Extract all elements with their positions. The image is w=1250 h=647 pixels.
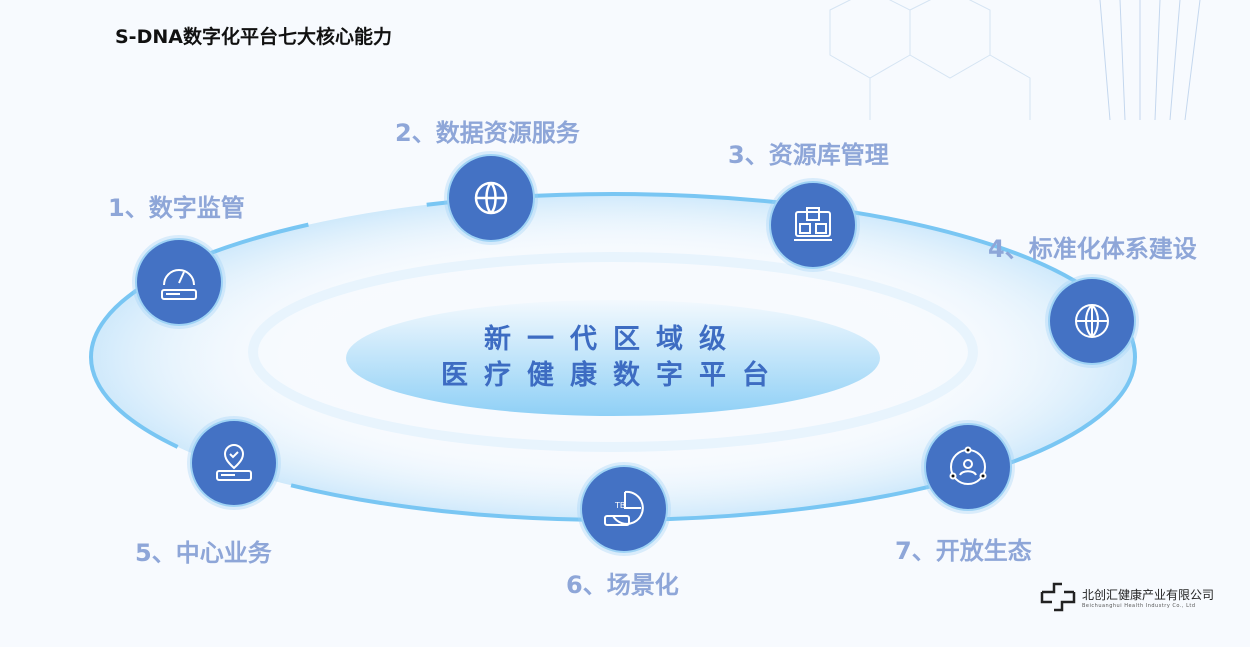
center-ellipse <box>346 300 880 416</box>
globe-refresh-icon <box>474 181 508 215</box>
center-line-2: 医疗健康数字平台 <box>441 360 785 391</box>
logo-mark-icon <box>1040 582 1076 612</box>
capability-7-node <box>924 423 1012 511</box>
user-orbit-icon <box>949 446 987 485</box>
middle-ring <box>248 252 978 452</box>
capability-7-label: 7、开放生态 <box>895 537 1032 565</box>
capability-6-label: 6、场景化 <box>566 571 679 599</box>
capability-4-label: 4、标准化体系建设 <box>988 235 1197 263</box>
capability-1-node <box>135 238 223 326</box>
location-check-icon <box>216 444 252 481</box>
company-logo: 北创汇健康产业有限公司 Beichuanghui Health Industry… <box>1040 582 1214 612</box>
gauge-icon <box>161 269 197 300</box>
capability-5-node <box>190 419 278 507</box>
capability-5-label: 5、中心业务 <box>135 539 272 567</box>
capability-6-node: TB <box>580 465 668 553</box>
logo-name: 北创汇健康产业有限公司 <box>1082 587 1215 602</box>
capability-2-node <box>447 154 535 242</box>
center-platform: 新一代区域级 医疗健康数字平台 <box>346 300 880 416</box>
media-library-icon <box>794 207 832 241</box>
capability-4-node <box>1048 277 1136 365</box>
capability-3-node <box>769 181 857 269</box>
svg-text:TB: TB <box>614 501 625 510</box>
hex-pattern <box>829 0 1201 121</box>
page-title: S-DNA数字化平台七大核心能力 <box>115 26 392 48</box>
globe-network-icon <box>1075 304 1109 338</box>
capability-2-label: 2、数据资源服务 <box>395 119 580 147</box>
center-line-1: 新一代区域级 <box>484 324 742 355</box>
capability-1-label: 1、数字监管 <box>108 194 245 222</box>
logo-subtitle: Beichuanghui Health Industry Co., Ltd <box>1082 602 1196 609</box>
capability-3-label: 3、资源库管理 <box>728 141 889 169</box>
tb-storage-chart-icon: TB <box>604 490 644 526</box>
